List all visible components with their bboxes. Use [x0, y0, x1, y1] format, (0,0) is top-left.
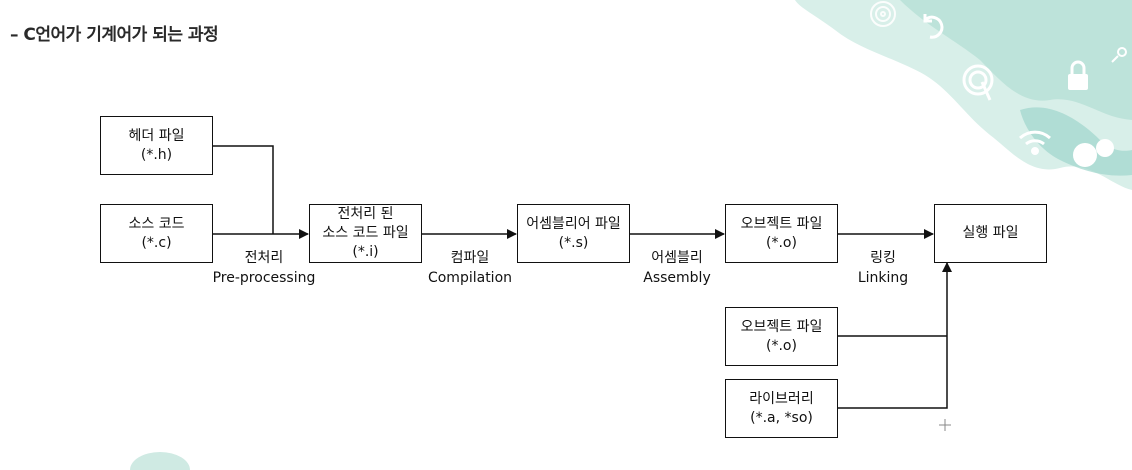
box-label: 전처리 된: [337, 206, 394, 222]
box-extension: (*.s): [558, 234, 589, 251]
fingerprint-icon: [870, 1, 896, 27]
executable-file-box: 실행 파일: [934, 204, 1047, 263]
page-title: – C언어가 기계어가 되는 과정: [10, 25, 219, 45]
source-code-box: 소스 코드 (*.c): [100, 204, 213, 263]
box-label: 오브젝트 파일: [740, 215, 823, 232]
box-extension: (*.c): [141, 234, 172, 251]
step-english: Assembly: [643, 270, 711, 286]
lock-icon: [1068, 60, 1088, 90]
step-korean: 컴파일: [450, 250, 490, 266]
sync-icon: [923, 14, 944, 39]
box-label: 어셈블리어 파일: [526, 215, 621, 232]
box-extension: (*.h): [140, 146, 173, 163]
box-extension: (*.o): [766, 234, 797, 251]
library-connector: [838, 262, 952, 409]
assemble-step-label: 어셈블리 Assembly: [630, 248, 724, 288]
box-label-2: 소스 코드 파일: [322, 225, 409, 241]
gear-icon: [1073, 139, 1114, 167]
assembly-file-box: 어셈블리어 파일 (*.s): [517, 204, 630, 263]
box-label: 소스 코드: [128, 215, 185, 232]
box-label: 라이브러리: [749, 390, 814, 407]
box-label: 헤더 파일: [128, 127, 185, 144]
header-connector: [213, 145, 274, 234]
step-english: Pre-processing: [212, 270, 316, 286]
library-file-box: 라이브러리 (*.a, *so): [725, 379, 838, 438]
step-korean: 어셈블리: [651, 250, 703, 266]
step-english: Compilation: [427, 270, 513, 286]
key-icon: [1111, 47, 1127, 63]
object-file-box: 오브젝트 파일 (*.o): [725, 204, 838, 263]
box-extension: (*.a, *so): [750, 409, 813, 426]
preprocess-step-label: 전처리 Pre-processing: [204, 248, 324, 288]
step-korean: 링킹: [870, 250, 896, 266]
extra-object-file-box: 오브젝트 파일 (*.o): [725, 307, 838, 366]
wifi-icon: [1018, 130, 1052, 155]
step-english: Linking: [857, 270, 909, 286]
step-korean: 전처리: [244, 250, 284, 266]
compile-step-label: 컴파일 Compilation: [420, 248, 520, 288]
preprocessed-file-box: 전처리 된 소스 코드 파일 (*.i): [309, 204, 422, 263]
box-label: 오브젝트 파일: [740, 318, 823, 335]
touch-icon: [962, 64, 994, 101]
box-extension: (*.i): [352, 244, 379, 260]
box-label: 실행 파일: [962, 225, 1019, 241]
lock-icon: [885, 79, 913, 120]
cursor-icon: [939, 419, 951, 431]
box-extension: (*.o): [766, 337, 797, 354]
link-step-label: 링킹 Linking: [846, 248, 920, 288]
header-file-box: 헤더 파일 (*.h): [100, 116, 213, 175]
